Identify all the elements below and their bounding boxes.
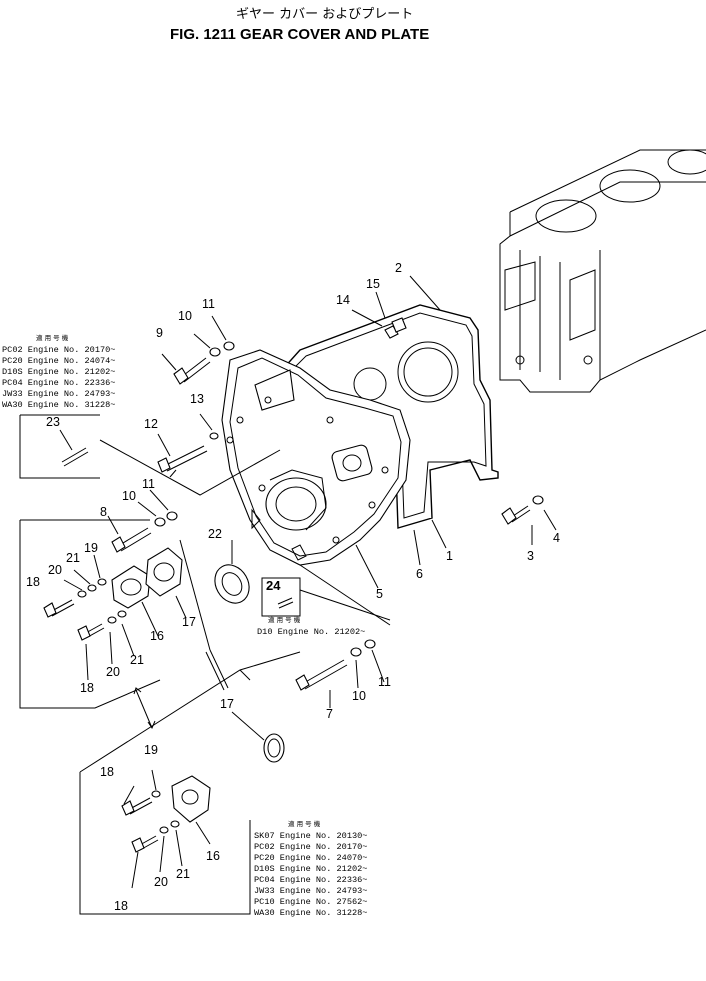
applicability-left-header: 適 用 号 機 <box>36 333 69 342</box>
callout-20-left-lower: 20 <box>106 665 120 679</box>
callout-9: 9 <box>156 326 163 340</box>
applicability-bottom-row: PC20 Engine No. 24070~ <box>254 853 367 863</box>
callout-13: 13 <box>190 392 204 406</box>
applicability-bottom: 適 用 号 機 SK07 Engine No. 20130~ PC02 Engi… <box>254 819 367 918</box>
callout-19-left: 19 <box>84 541 98 555</box>
applicability-left: 適 用 号 機 PC02 Engine No. 20170~ PC20 Engi… <box>2 333 115 410</box>
callout-22: 22 <box>208 527 222 541</box>
callout-11-bottom: 11 <box>378 675 391 689</box>
applicability-mid-row: D10 Engine No. 21202~ <box>257 627 365 637</box>
callout-16-bottom: 16 <box>206 849 220 863</box>
callout-20-bottom: 20 <box>154 875 168 889</box>
applicability-bottom-header: 適 用 号 機 <box>288 819 321 828</box>
callout-21-bottom: 21 <box>176 867 190 881</box>
callout-5: 5 <box>376 587 383 601</box>
title-japanese: ギヤー カバー およびプレート <box>236 7 413 22</box>
callout-11-mid: 11 <box>142 477 155 491</box>
applicability-left-row: PC04 Engine No. 22336~ <box>2 378 115 388</box>
callout-18-bottom-lower: 18 <box>114 899 128 913</box>
leader-lines <box>19 275 557 915</box>
callout-10-mid: 10 <box>122 489 136 503</box>
callout-15: 15 <box>366 277 380 291</box>
callout-19-bottom: 19 <box>144 743 158 757</box>
applicability-bottom-row: PC02 Engine No. 20170~ <box>254 842 367 852</box>
callout-6: 6 <box>416 567 423 581</box>
callout-24: 24 <box>266 578 281 593</box>
callout-10-top: 10 <box>178 309 192 323</box>
callout-4: 4 <box>553 531 560 545</box>
fastener-drawings <box>43 317 544 853</box>
callout-7: 7 <box>326 707 333 721</box>
callout-17-bottom: 17 <box>220 697 234 711</box>
callout-18-bottom-upper: 18 <box>100 765 114 779</box>
applicability-left-row: PC02 Engine No. 20170~ <box>2 345 115 355</box>
callout-17-left: 17 <box>182 615 196 629</box>
applicability-mid: 適 用 号 機 D10 Engine No. 21202~ <box>257 615 365 637</box>
callout-16-left: 16 <box>150 629 164 643</box>
callout-20-left-upper: 20 <box>48 563 62 577</box>
applicability-mid-header: 適 用 号 機 <box>268 615 301 624</box>
callout-8: 8 <box>100 505 107 519</box>
callout-3: 3 <box>527 549 534 563</box>
callout-11-top: 11 <box>202 297 215 311</box>
callout-23: 23 <box>46 415 60 429</box>
callout-numbers: 1 2 3 4 5 6 7 8 9 10 10 10 11 11 11 12 1… <box>26 261 560 913</box>
applicability-bottom-row: JW33 Engine No. 24793~ <box>254 886 367 896</box>
gear-cover-drawing <box>221 349 411 566</box>
callout-2: 2 <box>395 261 402 275</box>
callout-12: 12 <box>144 417 158 431</box>
applicability-bottom-row: PC10 Engine No. 27562~ <box>254 897 367 907</box>
applicability-bottom-row: D10S Engine No. 21202~ <box>254 864 367 874</box>
applicability-left-row: WA30 Engine No. 31228~ <box>2 400 115 410</box>
callout-18-left-upper: 18 <box>26 575 40 589</box>
title-english: FIG. 1211 GEAR COVER AND PLATE <box>170 26 429 43</box>
callout-1: 1 <box>446 549 453 563</box>
applicability-bottom-row: PC04 Engine No. 22336~ <box>254 875 367 885</box>
applicability-bottom-row: WA30 Engine No. 31228~ <box>254 908 367 918</box>
callout-18-left-lower: 18 <box>80 681 94 695</box>
callout-21-left-upper: 21 <box>66 551 80 565</box>
callout-21-left-lower: 21 <box>130 653 144 667</box>
callout-10-bottom: 10 <box>352 689 366 703</box>
applicability-left-row: D10S Engine No. 21202~ <box>2 367 115 377</box>
applicability-left-row: JW33 Engine No. 24793~ <box>2 389 115 399</box>
applicability-bottom-row: SK07 Engine No. 20130~ <box>254 831 367 841</box>
applicability-left-row: PC20 Engine No. 24074~ <box>2 356 115 366</box>
engine-block-drawing <box>499 149 706 393</box>
callout-14: 14 <box>336 293 350 307</box>
